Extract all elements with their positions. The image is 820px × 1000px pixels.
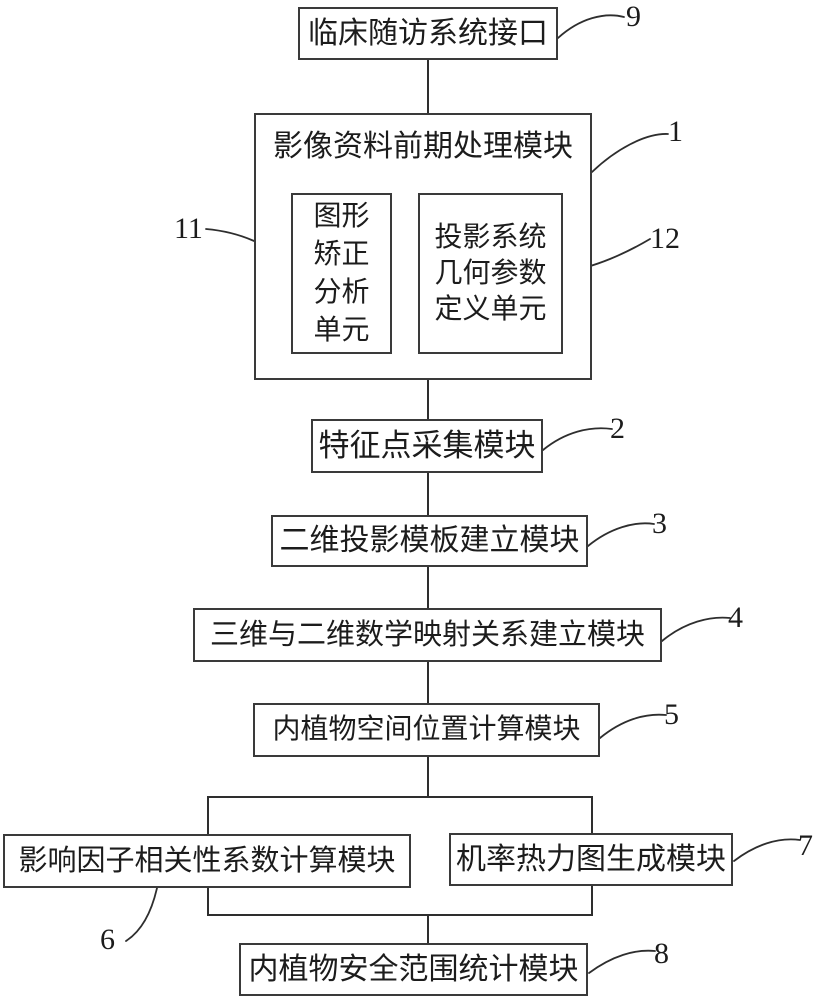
connector-feature-to-template [427,473,429,515]
box-clinical-followup-interface: 临床随访系统接口 [298,7,558,60]
box-3d-2d-mapping-relation-module: 三维与二维数学映射关系建立模块 [193,608,662,662]
box-label: 三维与二维数学映射关系建立模块 [209,618,645,651]
box-label: 图形 矫正 分析 单元 [313,200,370,346]
box-2d-projection-template-module: 二维投影模板建立模块 [271,515,588,567]
connector-heatmap-to-merge [591,886,593,916]
ref-label-6: 6 [100,923,115,956]
leader-line-9 [557,14,625,39]
connector-split-to-correlation [207,796,209,834]
leader-line-6 [125,887,158,942]
connector-merge-bar [207,914,593,916]
connector-split-bar [207,796,593,798]
box-projection-geometry-parameter-unit: 投影系统 几何参数 定义单元 [418,193,563,354]
box-probability-heatmap-module: 机率热力图生成模块 [449,833,733,886]
ref-label-8: 8 [654,937,669,970]
connector-split-to-heatmap [591,796,593,833]
leader-line-8 [588,949,656,974]
box-label: 二维投影模板建立模块 [279,524,580,557]
ref-label-5: 5 [664,698,679,731]
connector-preprocessing-to-feature [427,380,429,420]
box-label: 影像资料前期处理模块 [273,130,573,163]
leader-line-5 [599,713,667,739]
ref-label-4: 4 [728,601,743,634]
box-label: 内植物安全范围统计模块 [248,952,579,986]
leader-line-2 [542,427,613,451]
leader-line-1 [591,133,669,173]
connector-correlation-to-merge [207,888,209,916]
box-feature-point-collection-module: 特征点采集模块 [311,419,543,473]
box-graphic-correction-analysis-unit: 图形 矫正 分析 单元 [291,193,392,354]
box-label: 影响因子相关性系数计算模块 [18,844,396,877]
ref-label-12: 12 [650,222,680,255]
box-label: 投影系统 几何参数 定义单元 [434,221,547,325]
leader-line-3 [587,522,655,547]
ref-label-1: 1 [668,115,683,148]
ref-label-11: 11 [174,212,203,245]
box-image-data-preprocessing-module: 影像资料前期处理模块 图形 矫正 分析 单元 投影系统 几何参数 定义单元 [254,113,592,380]
connector-template-to-mapping [427,567,429,608]
connector-mapping-to-position [427,662,429,703]
box-label: 临床随访系统接口 [308,16,548,50]
box-implant-spatial-position-module: 内植物空间位置计算模块 [253,703,600,757]
leader-line-4 [661,616,731,642]
ref-label-2: 2 [610,412,625,445]
box-label: 内植物空间位置计算模块 [272,714,581,746]
ref-label-9: 9 [626,0,641,33]
connector-merge-to-safety [427,914,429,943]
leader-line-7 [733,838,801,862]
box-influence-factor-correlation-module: 影响因子相关性系数计算模块 [3,834,411,888]
ref-label-3: 3 [652,507,667,540]
ref-label-7: 7 [798,829,813,862]
box-implant-safety-range-module: 内植物安全范围统计模块 [239,943,588,996]
box-label: 特征点采集模块 [318,428,536,464]
connector-interface-to-preprocessing [427,60,429,113]
connector-position-to-split [427,757,429,798]
box-label: 机率热力图生成模块 [456,842,726,876]
